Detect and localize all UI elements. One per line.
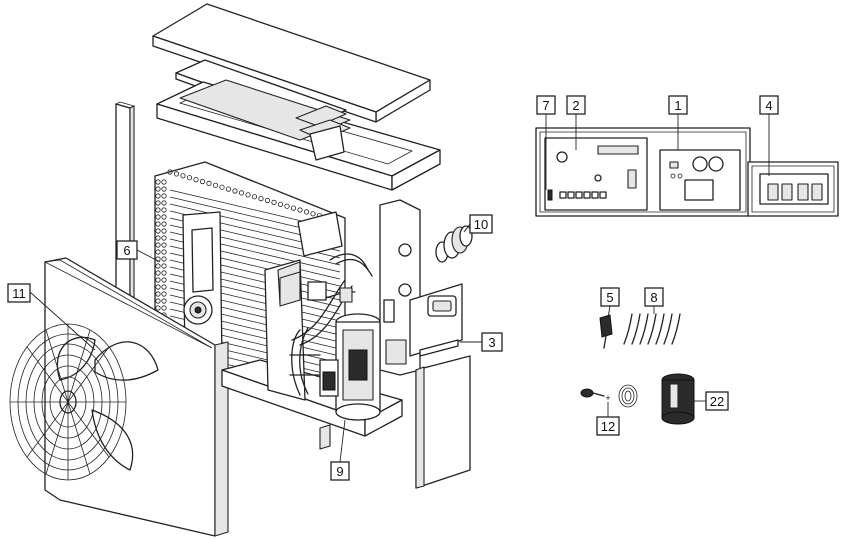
- callout-label-2: 2: [572, 98, 579, 113]
- refrigerant-piping: [289, 253, 407, 397]
- callout-box-22: [705, 391, 729, 411]
- callout-label-12: 12: [601, 419, 615, 434]
- fan-motor-bracket: [182, 211, 223, 361]
- callout-label-9: 9: [336, 464, 343, 479]
- capacitor-part: [661, 373, 695, 425]
- callout-box-11: [7, 283, 31, 303]
- callout-leader-11: [29, 291, 96, 351]
- water-connector: [435, 225, 473, 263]
- callout-box-7: [536, 95, 556, 115]
- callout-leader-5: [607, 305, 611, 319]
- fan-blade: [56, 336, 159, 471]
- callout-6: 6: [116, 240, 161, 263]
- callout-label-5: 5: [606, 290, 613, 305]
- callout-box-1: [668, 95, 688, 115]
- display-controller: [659, 149, 741, 211]
- callout-box-4: [759, 95, 779, 115]
- callout-label-1: 1: [674, 98, 681, 113]
- callout-3: 3: [460, 332, 503, 352]
- callout-label-11: 11: [12, 286, 26, 301]
- callout-leader-6: [136, 249, 161, 263]
- callout-box-12: [596, 416, 620, 436]
- callout-label-4: 4: [765, 98, 772, 113]
- control-box-bracket: [279, 211, 343, 307]
- callout-box-5: [600, 287, 620, 307]
- compressor: [335, 313, 381, 421]
- side-access-panel: [409, 283, 471, 489]
- sensor-cable-part: +: [580, 384, 638, 408]
- callout-box-8: [644, 287, 664, 307]
- svg-text:+: +: [605, 393, 610, 403]
- callout-4: 4: [759, 95, 779, 176]
- callout-label-6: 6: [123, 243, 130, 258]
- temperature-sensor-part: [599, 314, 613, 349]
- callout-box-2: [566, 95, 586, 115]
- callout-label-22: 22: [710, 394, 724, 409]
- wire-harness-part: [623, 313, 681, 345]
- callout-leader-9: [339, 419, 346, 463]
- callout-leader-10: [463, 223, 471, 233]
- callout-11: 11: [7, 283, 96, 351]
- callout-12: 12: [596, 402, 620, 436]
- callout-label-3: 3: [488, 335, 495, 350]
- callout-10: 10: [463, 214, 493, 234]
- callout-2: 2: [566, 95, 586, 150]
- callout-box-3: [481, 332, 503, 352]
- callout-box-6: [116, 240, 138, 260]
- callout-label-10: 10: [474, 217, 488, 232]
- pcb-main-board: [547, 145, 639, 201]
- callout-5: 5: [600, 287, 620, 319]
- callout-label-8: 8: [650, 290, 657, 305]
- callout-box-10: [469, 214, 493, 234]
- callout-1: 1: [668, 95, 688, 150]
- callout-8: 8: [644, 287, 664, 314]
- callout-label-7: 7: [542, 98, 549, 113]
- terminal-block: [759, 173, 829, 205]
- callout-7: 7: [536, 95, 556, 190]
- top-frame: [156, 79, 441, 191]
- callout-box-9: [330, 461, 350, 481]
- fan-guard-grille: [9, 323, 127, 481]
- callout-9: 9: [330, 419, 350, 481]
- callout-22: 22: [694, 391, 729, 411]
- corner-post: [114, 101, 136, 301]
